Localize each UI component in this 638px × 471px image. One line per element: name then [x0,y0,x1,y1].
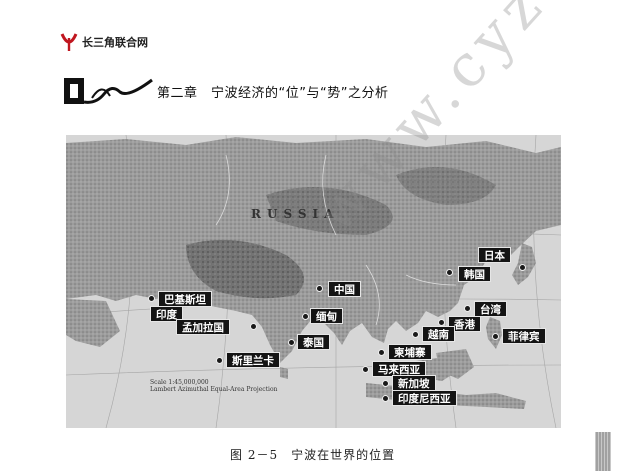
label-hongkong: 香港 [448,316,481,332]
label-srilanka: 斯里兰卡 [226,352,280,368]
asia-map-figure: RUSSIA 日本 韩国 巴基斯坦 中国 印度 台湾 香港 孟加拉国 缅甸 越南… [66,135,561,428]
marker-malaysia [362,366,369,373]
figure-caption: 图 2－5 宁波在世界的位置 [230,448,396,462]
scan-edge-bars [595,432,611,471]
label-cambodia: 柬埔寨 [388,344,432,360]
label-india: 印度 [150,306,183,322]
label-singapore: 新加坡 [392,375,436,391]
marker-philippines [492,333,499,340]
marker-indonesia [382,395,389,402]
label-indonesia: 印度尼西亚 [392,390,457,406]
marker-thailand [288,339,295,346]
brand-mark-icon [60,33,78,51]
chapter-title: 第二章 宁波经济的“位”与“势”之分析 [157,86,389,101]
site-logo: 长三角联合网 [60,32,148,52]
label-vietnam: 越南 [422,326,455,342]
marker-taiwan [464,305,471,312]
label-taiwan: 台湾 [474,301,507,317]
marker-japan [519,264,526,271]
marker-korea [446,269,453,276]
marker-bangladesh [250,323,257,330]
marker-pakistan [148,295,155,302]
marker-singapore [382,380,389,387]
marker-china [316,285,323,292]
marker-myanmar [302,313,309,320]
brand-name: 长三角联合网 [82,36,148,49]
chapter-header: 第二章 宁波经济的“位”与“势”之分析 [62,74,502,108]
marker-srilanka [216,357,223,364]
label-pakistan: 巴基斯坦 [158,291,212,307]
label-japan: 日本 [478,247,511,263]
marker-vietnam [412,331,419,338]
chapter-ornament-icon [64,78,153,104]
label-philippines: 菲律宾 [502,328,546,344]
label-myanmar: 缅甸 [310,308,343,324]
label-thailand: 泰国 [297,334,330,350]
marker-hongkong [438,319,445,326]
label-china: 中国 [328,281,361,297]
label-bangladesh: 孟加拉国 [176,319,230,335]
map-scale-note: Scale 1:45,000,000 Lambert Azimuthal Equ… [150,379,278,393]
marker-cambodia [378,349,385,356]
map-title: RUSSIA [251,207,340,221]
label-korea: 韩国 [458,266,491,282]
